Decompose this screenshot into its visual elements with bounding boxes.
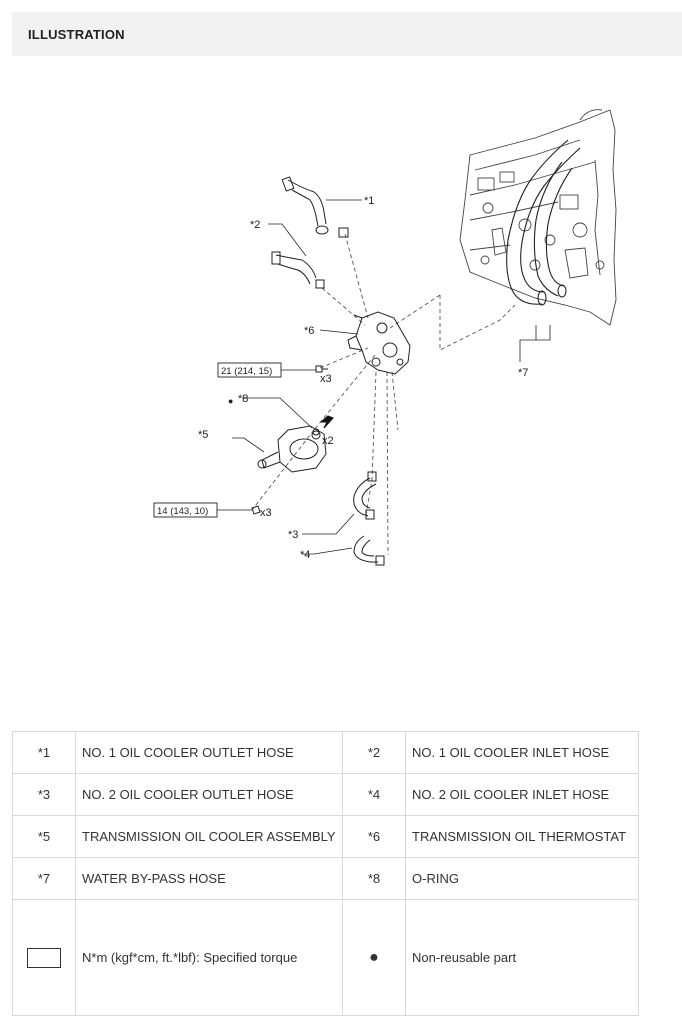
bullet-mark: ● bbox=[228, 396, 233, 406]
legend-code: *1 bbox=[12, 731, 76, 774]
bolts bbox=[251, 365, 328, 515]
parts-diagram: *1 *2 *6 ● *8 *5 *3 *4 *7 x3 x2 x3 21 (2… bbox=[140, 100, 630, 580]
o-ring bbox=[311, 430, 321, 440]
callout-6: *6 bbox=[304, 325, 314, 337]
legend-code: ● bbox=[342, 899, 406, 1016]
callout-3: *3 bbox=[288, 529, 298, 541]
torque-label: 14 (143, 10) bbox=[157, 506, 208, 517]
legend-code: *2 bbox=[342, 731, 406, 774]
legend-name: NO. 1 OIL COOLER INLET HOSE bbox=[405, 731, 639, 774]
legend-table: *1 NO. 1 OIL COOLER OUTLET HOSE *2 NO. 1… bbox=[12, 731, 639, 1016]
transmission-oil-thermostat bbox=[347, 311, 411, 375]
torque-label: 21 (214, 15) bbox=[221, 366, 272, 377]
no1-oil-cooler-inlet-hose bbox=[271, 251, 325, 289]
water-bypass-hose bbox=[506, 139, 581, 306]
table-row: *1 NO. 1 OIL COOLER OUTLET HOSE *2 NO. 1… bbox=[12, 731, 639, 774]
legend-code: *7 bbox=[12, 857, 76, 900]
callout-2: *2 bbox=[250, 219, 260, 231]
legend-name: TRANSMISSION OIL COOLER ASSEMBLY bbox=[75, 815, 343, 858]
callout-5: *5 bbox=[198, 429, 208, 441]
callout-4: *4 bbox=[300, 549, 310, 561]
legend-code: *4 bbox=[342, 773, 406, 816]
no1-oil-cooler-outlet-hose bbox=[281, 176, 349, 238]
legend-name: NO. 1 OIL COOLER OUTLET HOSE bbox=[75, 731, 343, 774]
no2-oil-cooler-inlet-hose bbox=[353, 535, 385, 566]
legend-name: NO. 2 OIL COOLER INLET HOSE bbox=[405, 773, 639, 816]
legend-name: Non-reusable part bbox=[405, 899, 639, 1016]
quantity-label: x3 bbox=[260, 507, 272, 519]
legend-code: *3 bbox=[12, 773, 76, 816]
section-header: ILLUSTRATION bbox=[12, 12, 682, 56]
table-row: *5 TRANSMISSION OIL COOLER ASSEMBLY *6 T… bbox=[12, 815, 639, 858]
callout-7: *7 bbox=[518, 367, 528, 379]
legend-name: TRANSMISSION OIL THERMOSTAT bbox=[405, 815, 639, 858]
no2-oil-cooler-outlet-hose bbox=[353, 471, 377, 520]
callout-8: *8 bbox=[238, 393, 248, 405]
table-row: *7 WATER BY-PASS HOSE *8 O-RING bbox=[12, 857, 639, 900]
quantity-label: x2 bbox=[322, 435, 334, 447]
quantity-label: x3 bbox=[320, 373, 332, 385]
callout-1: *1 bbox=[364, 195, 374, 207]
transmission-oil-cooler bbox=[257, 425, 327, 473]
table-row: N*m (kgf*cm, ft.*lbf): Specified torque … bbox=[12, 899, 639, 1016]
legend-name: WATER BY-PASS HOSE bbox=[75, 857, 343, 900]
legend-code: *5 bbox=[12, 815, 76, 858]
legend-code: *6 bbox=[342, 815, 406, 858]
legend-code bbox=[12, 899, 76, 1016]
legend-name: NO. 2 OIL COOLER OUTLET HOSE bbox=[75, 773, 343, 816]
section-title: ILLUSTRATION bbox=[28, 26, 125, 42]
transmission-case bbox=[459, 109, 617, 326]
legend-name: O-RING bbox=[405, 857, 639, 900]
legend-code: *8 bbox=[342, 857, 406, 900]
bullet-icon: ● bbox=[369, 948, 379, 966]
legend-name: N*m (kgf*cm, ft.*lbf): Specified torque bbox=[75, 899, 343, 1016]
table-row: *3 NO. 2 OIL COOLER OUTLET HOSE *4 NO. 2… bbox=[12, 773, 639, 816]
torque-box-icon bbox=[27, 947, 61, 968]
